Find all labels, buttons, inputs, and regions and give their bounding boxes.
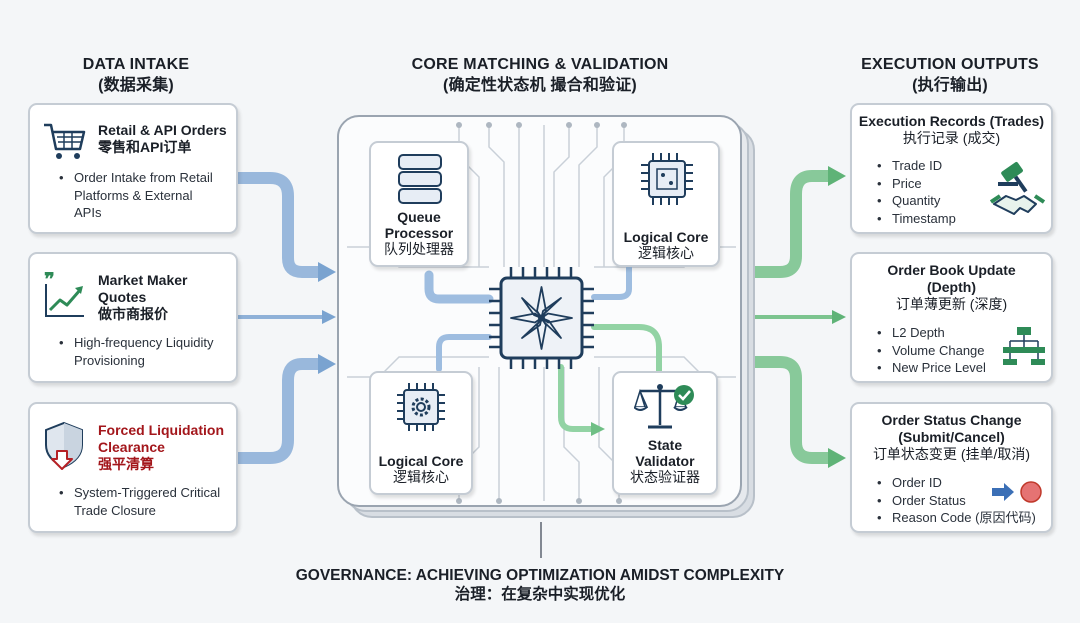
- balance-scale-check-icon: [634, 384, 694, 429]
- input-title-liquidation-en: Forced Liquidation Clearance: [98, 422, 224, 455]
- core-panel: Queue Processor 队列处理器 Logical Core 逻辑核心: [337, 115, 742, 507]
- input-card-retail: Retail & API Orders 零售和API订单 Order Intak…: [28, 103, 238, 234]
- queue-processor-label-zh: 队列处理器: [384, 241, 454, 257]
- core-header-zh: (确定性状态机 撮合和验证): [443, 77, 637, 94]
- output-arrow-3-head: [828, 448, 846, 468]
- intake-header: DATA INTAKE (数据采集): [36, 54, 236, 96]
- input-title-retail-zh: 零售和API订单: [98, 139, 192, 155]
- output-bullets-order-status: Order ID Order Status Reason Code (原因代码): [874, 474, 1054, 527]
- output-title-order-book-en: Order Book Update (Depth): [887, 262, 1016, 295]
- central-chip: [489, 267, 594, 369]
- list-item: Timestamp: [874, 210, 984, 228]
- list-item: Order ID: [874, 474, 1054, 492]
- quote-chart-icon: ❞: [44, 272, 84, 317]
- logical-core-bottom-label: Logical Core 逻辑核心: [371, 453, 471, 485]
- list-item: Price: [874, 175, 984, 193]
- shield-down-arrow-icon: [45, 421, 83, 470]
- compass-star-chip-icon: [489, 267, 594, 369]
- outputs-header-zh: (执行输出): [912, 77, 988, 94]
- output-title-order-book: Order Book Update (Depth) 订单薄更新 (深度): [852, 262, 1051, 313]
- list-item: L2 Depth: [874, 324, 1004, 342]
- gear-chip-icon: [397, 383, 445, 431]
- intake-header-zh: (数据采集): [98, 77, 174, 94]
- input-bullets-retail: Order Intake from Retail Platforms & Ext…: [56, 169, 216, 222]
- output-card-order-book: Order Book Update (Depth) 订单薄更新 (深度) L2 …: [850, 252, 1053, 383]
- arrow-circle-icon: [992, 481, 1042, 503]
- output-bullets-execution-records: Trade ID Price Quantity Timestamp: [874, 157, 984, 227]
- logical-core-top-box: Logical Core 逻辑核心: [612, 141, 720, 267]
- governance-title-zh: 治理：在复杂中实现优化: [454, 586, 626, 603]
- list-item: Order Status: [874, 492, 1054, 510]
- svg-text:❞: ❞: [44, 272, 55, 291]
- list-item: System-Triggered Critical Trade Closure: [56, 484, 236, 519]
- database-stack-icon: [398, 154, 442, 204]
- outputs-header: EXECUTION OUTPUTS (执行输出): [850, 54, 1050, 96]
- input-title-liquidation: Forced Liquidation Clearance 强平清算: [98, 422, 238, 473]
- cpu-chip-icon: [641, 153, 693, 205]
- output-title-order-status-zh: 订单状态变更 (挂单/取消): [872, 446, 1031, 462]
- list-item: Order Intake from Retail Platforms & Ext…: [56, 169, 216, 222]
- input-arrow-3-head: [318, 354, 336, 374]
- queue-processor-box: Queue Processor 队列处理器: [369, 141, 469, 267]
- input-title-market-maker: Market Maker Quotes 做市商报价: [98, 272, 228, 323]
- output-title-execution-records: Execution Records (Trades) 执行记录 (成交): [852, 113, 1051, 147]
- queue-processor-label-en: Queue Processor: [384, 209, 454, 241]
- output-title-execution-records-en: Execution Records (Trades): [858, 113, 1045, 129]
- state-validator-box: State Validator 状态验证器: [612, 371, 718, 495]
- input-card-liquidation: Forced Liquidation Clearance 强平清算 System…: [28, 402, 238, 533]
- logical-core-top-label-zh: 逻辑核心: [638, 245, 694, 261]
- output-bullets-order-book: L2 Depth Volume Change New Price Level: [874, 324, 1004, 377]
- input-title-market-maker-zh: 做市商报价: [98, 306, 168, 322]
- governance-title-en: GOVERNANCE: ACHIEVING OPTIMIZATION AMIDS…: [295, 567, 785, 584]
- input-title-liquidation-zh: 强平清算: [98, 456, 154, 472]
- input-arrow-2-head: [322, 310, 336, 324]
- logical-core-top-label-en: Logical Core: [623, 229, 709, 245]
- logical-core-top-label: Logical Core 逻辑核心: [614, 229, 718, 261]
- list-item: Trade ID: [874, 157, 984, 175]
- output-title-order-status-en: Order Status Change (Submit/Cancel): [881, 412, 1022, 445]
- output-arrow-3: [752, 356, 828, 464]
- input-title-market-maker-en: Market Maker Quotes: [98, 272, 188, 305]
- logical-core-bottom-box: Logical Core 逻辑核心: [369, 371, 473, 495]
- core-header-en: CORE MATCHING & VALIDATION: [411, 56, 669, 73]
- output-title-order-status: Order Status Change (Submit/Cancel) 订单状态…: [852, 412, 1051, 463]
- input-arrow-1-head: [318, 262, 336, 282]
- output-title-execution-records-zh: 执行记录 (成交): [902, 130, 1001, 146]
- hierarchy-icon: [1003, 327, 1045, 365]
- core-header: CORE MATCHING & VALIDATION (确定性状态机 撮合和验证…: [380, 54, 700, 96]
- state-validator-label: State Validator 状态验证器: [630, 437, 700, 485]
- input-title-retail: Retail & API Orders 零售和API订单: [98, 122, 238, 156]
- output-card-order-status: Order Status Change (Submit/Cancel) 订单状态…: [850, 402, 1053, 533]
- shopping-cart-icon: [44, 123, 86, 159]
- logical-core-bottom-label-en: Logical Core: [378, 453, 464, 469]
- input-bullets-liquidation: System-Triggered Critical Trade Closure: [56, 484, 236, 519]
- list-item: High-frequency Liquidity Provisioning: [56, 334, 236, 369]
- output-card-execution-records: Execution Records (Trades) 执行记录 (成交) Tra…: [850, 103, 1053, 234]
- state-validator-label-zh: 状态验证器: [630, 469, 700, 485]
- list-item: New Price Level: [874, 359, 1004, 377]
- list-item: Quantity: [874, 192, 984, 210]
- input-arrow-1: [238, 172, 318, 278]
- gavel-handshake-icon: [990, 162, 1046, 215]
- queue-processor-label: Queue Processor 队列处理器: [371, 209, 467, 257]
- input-card-market-maker: ❞ Market Maker Quotes 做市商报价 High-frequen…: [28, 252, 238, 383]
- outputs-header-en: EXECUTION OUTPUTS: [861, 56, 1039, 73]
- list-item: Reason Code (原因代码): [874, 509, 1054, 527]
- circuit-traces: [347, 122, 736, 504]
- output-arrow-1: [752, 170, 828, 278]
- intake-header-en: DATA INTAKE: [82, 56, 190, 73]
- logical-core-bottom-label-zh: 逻辑核心: [393, 469, 449, 485]
- state-validator-label-en: State Validator: [635, 437, 695, 469]
- input-bullets-market-maker: High-frequency Liquidity Provisioning: [56, 334, 236, 369]
- input-title-retail-en: Retail & API Orders: [98, 122, 227, 138]
- governance-footer: GOVERNANCE: ACHIEVING OPTIMIZATION AMIDS…: [240, 566, 840, 605]
- input-arrow-3: [238, 358, 318, 464]
- list-item: Volume Change: [874, 342, 1004, 360]
- output-title-order-book-zh: 订单薄更新 (深度): [895, 296, 1008, 312]
- output-arrow-2-head: [832, 310, 846, 324]
- output-arrow-1-head: [828, 166, 846, 186]
